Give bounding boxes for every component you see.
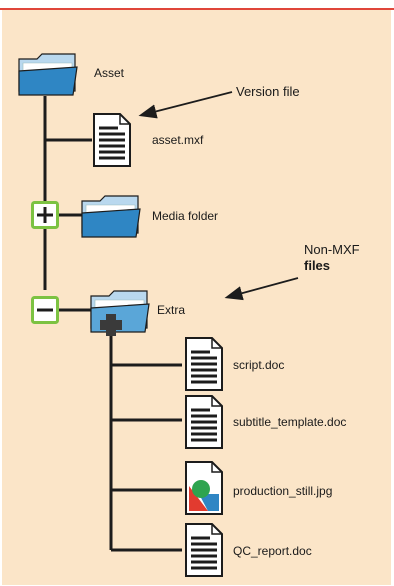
version-file-annotation: Version file [236, 84, 300, 99]
extra-folder-label: Extra [157, 303, 186, 317]
file-label-qc-report: QC_report.doc [233, 544, 312, 558]
non-mxf-annotation-line1: Non-MXF [304, 242, 360, 257]
document-icon [184, 336, 224, 397]
folder-icon[interactable] [80, 193, 142, 244]
document-icon [184, 522, 224, 583]
document-icon [92, 112, 132, 173]
non-mxf-arrow [224, 277, 299, 301]
non-mxf-annotation: Non-MXF files [304, 242, 360, 274]
version-file-arrow [138, 91, 233, 119]
non-mxf-annotation-line2: files [304, 258, 331, 273]
document-icon [184, 394, 224, 455]
file-label-script: script.doc [233, 358, 285, 372]
asset-folder-label: Asset [94, 66, 125, 80]
file-label-production-still: production_still.jpg [233, 484, 333, 498]
top-rule [0, 8, 394, 10]
file-label-subtitle-template: subtitle_template.doc [233, 415, 347, 429]
media-folder-label: Media folder [152, 209, 219, 223]
expand-plus-icon[interactable] [31, 201, 59, 234]
folder-add-icon[interactable] [89, 288, 151, 343]
folder-icon [17, 51, 79, 102]
image-file-icon [184, 460, 224, 521]
version-file-label: asset.mxf [152, 133, 204, 147]
collapse-minus-icon[interactable] [31, 296, 59, 329]
